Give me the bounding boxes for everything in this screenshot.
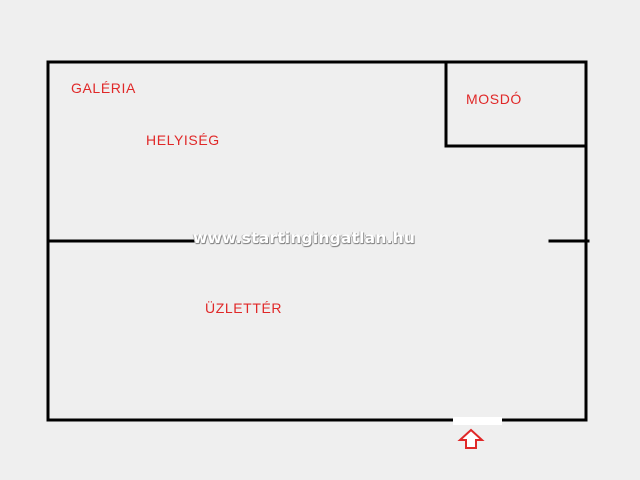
entrance-gap [453,417,502,425]
room-label-uzletter: ÜZLETTÉR [205,300,283,316]
room-label-mosdo: MOSDÓ [466,91,522,107]
up-arrow-icon [457,428,485,449]
room-label-helyiseg: HELYISÉG [146,132,220,148]
room-label-galeria: GALÉRIA [71,80,136,96]
watermark: www.startingingatlan.hu [193,229,416,247]
